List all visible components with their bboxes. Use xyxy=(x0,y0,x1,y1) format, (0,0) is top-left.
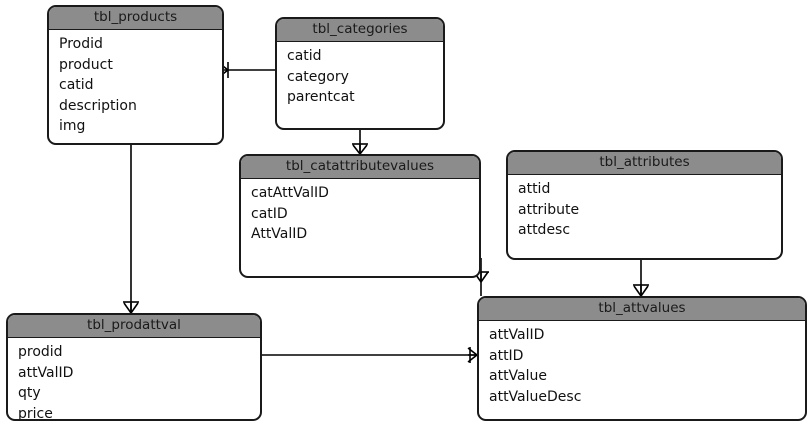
relationship-categories-products xyxy=(218,62,275,78)
entity-field-list: Prodid product catid description img xyxy=(49,30,222,137)
entity-field: catID xyxy=(251,205,288,222)
entity-title: tbl_prodattval xyxy=(8,315,260,338)
entity-field: Prodid xyxy=(59,36,103,52)
entity-tbl-categories[interactable]: tbl_categories catid category parentcat xyxy=(275,17,445,130)
relationship-prodattval-attvalues xyxy=(262,347,478,363)
relationship-categories-catattributevalues xyxy=(352,130,368,155)
entity-tbl-attributes[interactable]: tbl_attributes attid attribute attdesc xyxy=(506,150,783,260)
relationship-attributes-attvalues xyxy=(633,260,649,297)
relationship-products-prodattval xyxy=(123,145,139,314)
entity-tbl-products[interactable]: tbl_products Prodid product catid descri… xyxy=(47,5,224,145)
entity-title: tbl_attributes xyxy=(508,152,781,175)
entity-field-list: catid category parentcat xyxy=(277,42,443,108)
entity-title: tbl_attvalues xyxy=(479,298,805,321)
entity-field: attValue xyxy=(489,368,548,384)
entity-field: attdesc xyxy=(518,222,571,238)
entity-field-list: attid attribute attdesc xyxy=(508,175,781,241)
entity-field: qty xyxy=(18,385,41,401)
entity-field-list: catAttValID catID AttValID xyxy=(241,179,479,245)
entity-title: tbl_categories xyxy=(277,19,443,42)
entity-tbl-attvalues[interactable]: tbl_attvalues attValID attID attValue at… xyxy=(477,296,807,421)
entity-field: img xyxy=(59,118,86,134)
entity-field: attValID xyxy=(18,364,74,381)
entity-field: description xyxy=(59,97,137,114)
entity-field: attValueDesc xyxy=(489,388,582,405)
entity-field: attID xyxy=(489,347,524,364)
entity-field: category xyxy=(287,68,349,85)
entity-title: tbl_catattributevalues xyxy=(241,156,479,179)
entity-field: attribute xyxy=(518,201,580,218)
entity-tbl-prodattval[interactable]: tbl_prodattval prodid attValID qty price xyxy=(6,313,262,421)
entity-title: tbl_products xyxy=(49,7,222,30)
entity-field: attValID xyxy=(489,327,545,343)
entity-field: parentcat xyxy=(287,89,355,105)
entity-field: price xyxy=(18,405,53,421)
entity-field: prodid xyxy=(18,344,63,360)
entity-field: product xyxy=(59,56,113,73)
entity-field: catid xyxy=(287,48,322,64)
entity-field: attid xyxy=(518,181,551,197)
entity-field: catid xyxy=(59,77,94,93)
entity-field-list: prodid attValID qty price xyxy=(8,338,260,421)
entity-tbl-catattributevalues[interactable]: tbl_catattributevalues catAttValID catID… xyxy=(239,154,481,278)
entity-field-list: attValID attID attValue attValueDesc xyxy=(479,321,805,407)
entity-field: AttValID xyxy=(251,226,308,242)
entity-field: catAttValID xyxy=(251,185,329,201)
